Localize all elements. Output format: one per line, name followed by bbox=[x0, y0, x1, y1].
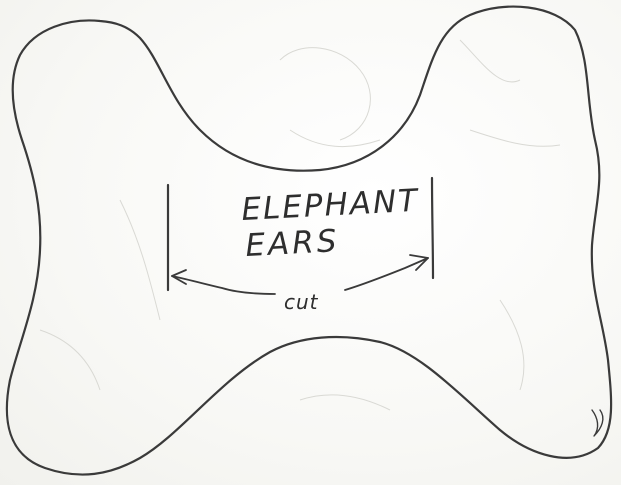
left-arrow-shaft bbox=[172, 276, 275, 294]
pattern-title-line2: EARS bbox=[245, 223, 341, 264]
corner-scribble bbox=[592, 410, 603, 436]
cut-label: cut bbox=[284, 290, 319, 314]
right-cut-line bbox=[432, 178, 433, 278]
pattern-title-line1: ELEPHANT bbox=[241, 183, 420, 228]
right-arrow-shaft bbox=[345, 258, 428, 290]
